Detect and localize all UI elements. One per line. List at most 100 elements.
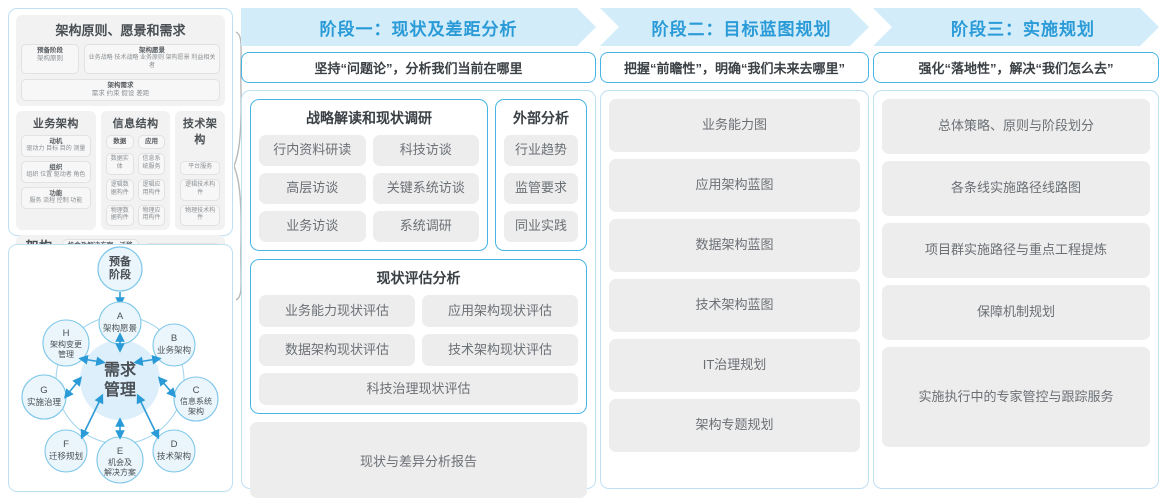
information-system-service: 信息系统服务 (142, 156, 161, 171)
assessment-title: 现状评估分析 (376, 270, 461, 286)
phase-2-item[interactable]: 数据架构蓝图 (609, 219, 860, 272)
external-item[interactable]: 同业实践 (504, 211, 578, 242)
phase-2-item[interactable]: 架构专题规划 (609, 399, 860, 452)
architecture-requirement-cell[interactable]: 架构需求 需求 约束 假设 差距 (21, 78, 220, 102)
information-structure-columns: 数据 数据实体 逻辑数据构件 物理数据构件 应用 信息系统服务 逻辑应用构件 物… (105, 135, 166, 227)
phase-2-item[interactable]: 业务能力图 (609, 99, 860, 152)
architecture-framework-panel: 架构原则、愿景和需求 预备阶段 架构原则 架构愿景 业务战略 技术战略 业务原则… (8, 8, 233, 274)
strategy-item[interactable]: 高层访谈 (259, 173, 366, 204)
business-architecture-title: 业务架构 (32, 118, 79, 131)
phase-1-subtitle[interactable]: 坚持“问题论”，分析我们当前在哪里 (241, 52, 596, 83)
function-sub: 服务 流程 控制 功能 (29, 198, 83, 205)
gap-analysis-report[interactable]: 现状与差异分析报告 (250, 422, 587, 498)
business-arch-item[interactable]: 组织 组织 位置 驱动者 角色 (21, 161, 91, 184)
strategy-row-3: 业务访谈 系统调研 (259, 211, 479, 242)
application-column-head[interactable]: 应用 (137, 135, 166, 150)
wheel-node-H-label2: 管理 (58, 349, 74, 359)
strategy-item[interactable]: 科技访谈 (372, 135, 479, 166)
phase-2-item[interactable]: 应用架构蓝图 (609, 159, 860, 212)
physical-application-component: 物理应用构件 (142, 207, 161, 222)
tech-arch-item[interactable]: 平台服务 (180, 161, 220, 176)
phase-2-header: 阶段二：目标蓝图规划 (600, 8, 869, 46)
wheel-node-F-label: 迁移规划 (49, 451, 83, 461)
wheel-center-line1: 需求 (104, 360, 137, 379)
phase-2-subtitle[interactable]: 把握“前瞻性”，明确“我们未来去哪里” (600, 52, 869, 83)
application-column-item[interactable]: 逻辑应用构件 (137, 179, 166, 201)
phase-3-item[interactable]: 总体策略、原则与阶段划分 (882, 99, 1150, 154)
phase-1-body: 战略解读和现状调研 行内资料研读 科技访谈 高层访谈 关键系统访谈 业务访谈 系… (241, 90, 596, 498)
external-analysis-card: 外部分析 行业趋势 监管要求 同业实践 (495, 99, 587, 251)
data-column-item[interactable]: 逻辑数据构件 (105, 179, 134, 201)
physical-technology-component: 物理技术构件 (185, 207, 216, 222)
phase-3-item[interactable]: 保障机制规划 (882, 285, 1150, 340)
assessment-item[interactable]: 业务能力现状评估 (259, 295, 415, 327)
information-structure-group: 信息结构 数据 数据实体 逻辑数据构件 物理数据构件 应用 信息系统服务 逻辑应… (100, 111, 171, 231)
tech-arch-item[interactable]: 物理技术构件 (180, 204, 220, 227)
phase-3-item[interactable]: 项目群实施路径与重点工程提炼 (882, 223, 1150, 278)
wheel-node-C-letter: C (193, 385, 200, 396)
architecture-requirement-sub: 需求 约束 假设 差距 (91, 89, 150, 97)
architecture-requirement-head: 架构需求 (107, 81, 134, 89)
architecture-vision-cell[interactable]: 架构愿景 业务战略 技术战略 业务原则 架构愿景 利益相关者 (84, 44, 220, 74)
architecture-vision-head: 架构愿景 (139, 47, 165, 54)
external-item[interactable]: 行业趋势 (504, 135, 578, 166)
application-head: 应用 (144, 138, 158, 146)
data-entity: 数据实体 (110, 156, 129, 171)
architecture-vision-sub: 业务战略 技术战略 业务原则 架构愿景 利益相关者 (88, 55, 216, 69)
strategy-item[interactable]: 系统调研 (372, 211, 479, 242)
assessment-item-wide[interactable]: 科技治理现状评估 (259, 373, 578, 405)
prep-vision-row: 预备阶段 架构原则 架构愿景 业务战略 技术战略 业务原则 架构愿景 利益相关者 (21, 44, 220, 74)
application-column: 应用 信息系统服务 逻辑应用构件 物理应用构件 (137, 135, 166, 227)
wheel-center-line2: 管理 (104, 380, 136, 399)
wheel-node-F-letter: F (63, 439, 69, 450)
assessment-item[interactable]: 应用架构现状评估 (422, 295, 578, 327)
assessment-row-3: 科技治理现状评估 (259, 373, 578, 405)
logical-data-component: 逻辑数据构件 (110, 182, 129, 196)
wheel-node-G-label: 实施治理 (27, 397, 62, 407)
technology-architecture-group: 技术架构 平台服务 逻辑技术构件 物理技术构件 (175, 111, 225, 231)
phase-3-subtitle[interactable]: 强化“落地性”，解决“我们怎么去” (873, 52, 1159, 83)
wheel-prep-line1: 预备 (109, 254, 132, 268)
wheel-node-G-letter: G (40, 385, 47, 396)
assessment-item[interactable]: 数据架构现状评估 (259, 334, 415, 366)
strategy-item[interactable]: 行内资料研读 (259, 135, 366, 166)
assessment-item[interactable]: 技术架构现状评估 (422, 334, 578, 366)
data-column-item[interactable]: 数据实体 (105, 153, 134, 175)
wheel-node-D-label: 技术架构 (157, 451, 191, 461)
phase-2-item[interactable]: IT治理规划 (609, 339, 860, 392)
business-architecture-group: 业务架构 动机 驱动力 目标 目的 测量 组织 组织 位置 驱动者 角色 功能 (16, 111, 96, 231)
business-architecture-items: 动机 驱动力 目标 目的 测量 组织 组织 位置 驱动者 角色 功能 服务 流程… (21, 135, 91, 210)
phase-2-body: 业务能力图 应用架构蓝图 数据架构蓝图 技术架构蓝图 IT治理规划 架构专题规划 (600, 90, 869, 489)
data-column-head[interactable]: 数据 (105, 135, 134, 150)
organization-sub: 组织 位置 驱动者 角色 (26, 172, 86, 179)
architecture-header-group: 架构原则、愿景和需求 预备阶段 架构原则 架构愿景 业务战略 技术战略 业务原则… (16, 15, 225, 107)
phase-1-header: 阶段一：现状及差距分析 (241, 8, 596, 46)
adm-wheel: 需求 管理 预备 阶段 A 架构愿景 B 业务架构 (9, 245, 232, 491)
strategy-row-1: 行内资料研读 科技访谈 (259, 135, 479, 166)
application-column-item[interactable]: 信息系统服务 (137, 153, 166, 175)
wheel-node-E-label2: 解决方案 (104, 467, 136, 477)
technology-architecture-items: 平台服务 逻辑技术构件 物理技术构件 (180, 161, 220, 227)
prep-phase-cell[interactable]: 预备阶段 架构原则 (21, 44, 79, 74)
phase-3-item-tall[interactable]: 实施执行中的专家管控与跟踪服务 (882, 347, 1150, 447)
application-column-item[interactable]: 物理应用构件 (137, 204, 166, 227)
motivation-sub: 驱动力 目标 目的 测量 (26, 146, 86, 153)
wheel-node-A-label: 架构愿景 (103, 323, 137, 333)
phase-3-item[interactable]: 各条线实施路径线路图 (882, 161, 1150, 216)
business-arch-item[interactable]: 动机 驱动力 目标 目的 测量 (21, 135, 91, 158)
strategy-item[interactable]: 业务访谈 (259, 211, 366, 242)
business-arch-item[interactable]: 功能 服务 流程 控制 功能 (21, 187, 91, 210)
assessment-row-1: 业务能力现状评估 应用架构现状评估 (259, 295, 578, 327)
left-column: 架构原则、愿景和需求 预备阶段 架构原则 架构愿景 业务战略 技术战略 业务原则… (8, 8, 242, 492)
information-structure-title: 信息结构 (112, 118, 159, 131)
phase-2-column: 阶段二：目标蓝图规划 把握“前瞻性”，明确“我们未来去哪里” 业务能力图 应用架… (600, 8, 869, 489)
wheel-node-H-letter: H (63, 328, 70, 339)
external-item[interactable]: 监管要求 (504, 173, 578, 204)
phase-2-item[interactable]: 技术架构蓝图 (609, 279, 860, 332)
prep-phase-head: 预备阶段 (37, 47, 63, 54)
data-column-item[interactable]: 物理数据构件 (105, 204, 134, 227)
strategy-item[interactable]: 关键系统访谈 (372, 173, 479, 204)
physical-data-component: 物理数据构件 (110, 207, 129, 222)
tech-arch-item[interactable]: 逻辑技术构件 (180, 179, 220, 201)
